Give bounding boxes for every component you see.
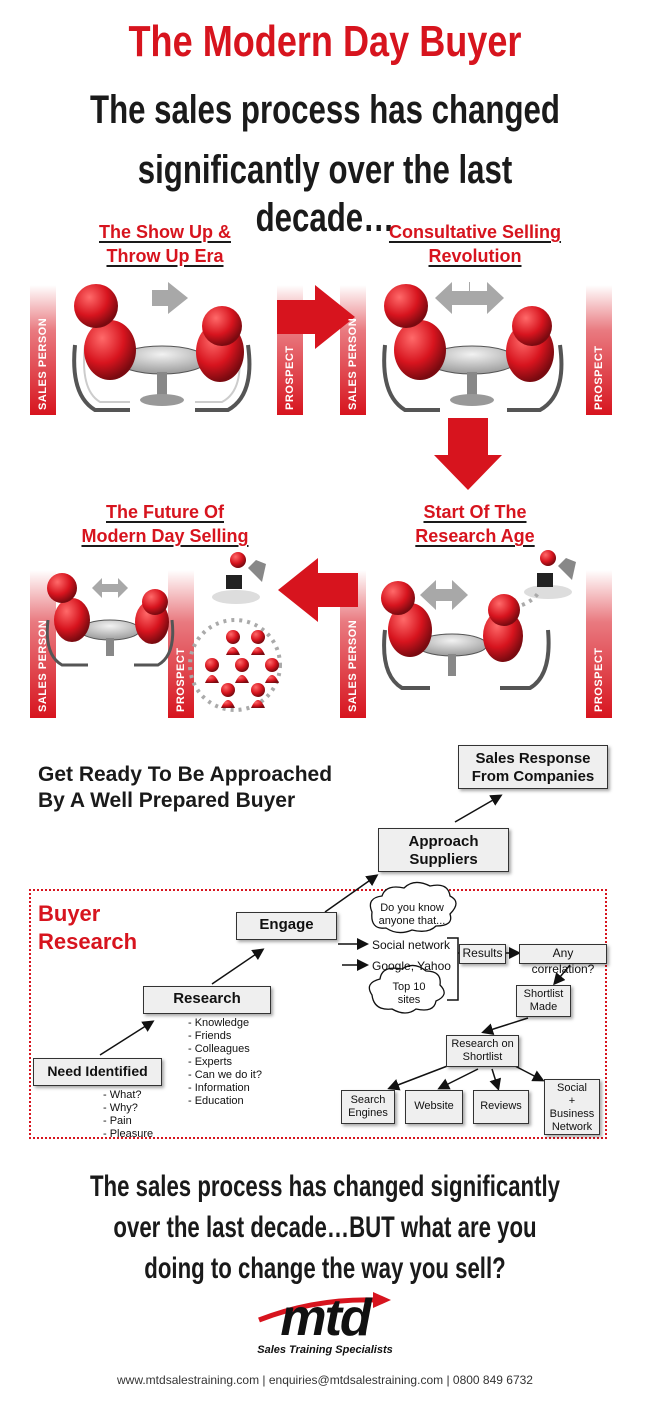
red-arrow-down	[434, 418, 502, 490]
page-title: The Modern Day Buyer	[128, 17, 522, 66]
sales-person-bar-1	[30, 285, 56, 415]
logo-tagline: Sales Training Specialists	[257, 1344, 393, 1356]
google-yahoo-label: Google, Yahoo	[372, 959, 451, 973]
meeting-scene-4	[381, 550, 576, 690]
meeting-scene-1	[72, 284, 252, 412]
red-arrow-right	[277, 285, 355, 349]
prospect-bar-4	[586, 570, 612, 718]
grey-arrow-one-way	[152, 282, 188, 314]
logo-swoosh-icon	[258, 1292, 391, 1323]
grey-arrow-two-way-1	[435, 282, 504, 314]
need-questions-list: - What?- Why? - Pain- Pleasure	[103, 1089, 154, 1140]
sales-person-bar-2	[340, 285, 366, 415]
engage-box: Engage	[236, 912, 337, 940]
red-arrow-left	[278, 558, 358, 622]
panel-title-show-up: The Show Up &Throw Up Era	[99, 222, 231, 266]
thought-cloud-1	[369, 881, 457, 934]
website-box: Website	[405, 1090, 463, 1124]
correlation-box: Any correlation?	[519, 944, 607, 976]
prospect-bar-2	[586, 285, 612, 415]
buyer-research-title: Buyer Research	[38, 901, 138, 954]
reviews-box: Reviews	[473, 1090, 529, 1124]
sales-evolution-illustration	[30, 282, 612, 718]
mtd-logo: mtd	[280, 1289, 371, 1347]
grey-arrow-two-way-2	[92, 578, 128, 598]
closing-line-1: The sales process has changed significan…	[89, 1170, 561, 1203]
buyer-research-frame	[29, 889, 607, 1139]
results-box: Results	[459, 944, 506, 964]
flow-heading: Get Ready To Be Approached By A Well Pre…	[38, 763, 333, 812]
closing-line-2: over the last decade…BUT what are you	[113, 1211, 537, 1244]
research-sources-list: - Knowledge- Friends - Colleagues- Exper…	[188, 1017, 262, 1107]
closing-line-3: doing to change the way you sell?	[144, 1252, 506, 1285]
social-network-label: Social network	[372, 938, 451, 952]
research-box: Research	[143, 986, 271, 1014]
meeting-scene-3	[45, 552, 282, 712]
contact-info: www.mtdsalestraining.com | enquiries@mtd…	[117, 1373, 533, 1387]
meeting-scene-2	[382, 284, 564, 412]
subtitle-line-1: The sales process has changed	[90, 88, 560, 132]
grey-arrow-two-way-3	[420, 580, 468, 610]
thought-cloud-2	[368, 964, 445, 1014]
subtitle-line-2: significantly over the last decade…	[137, 148, 513, 240]
need-identified-box: Need Identified	[33, 1058, 162, 1086]
